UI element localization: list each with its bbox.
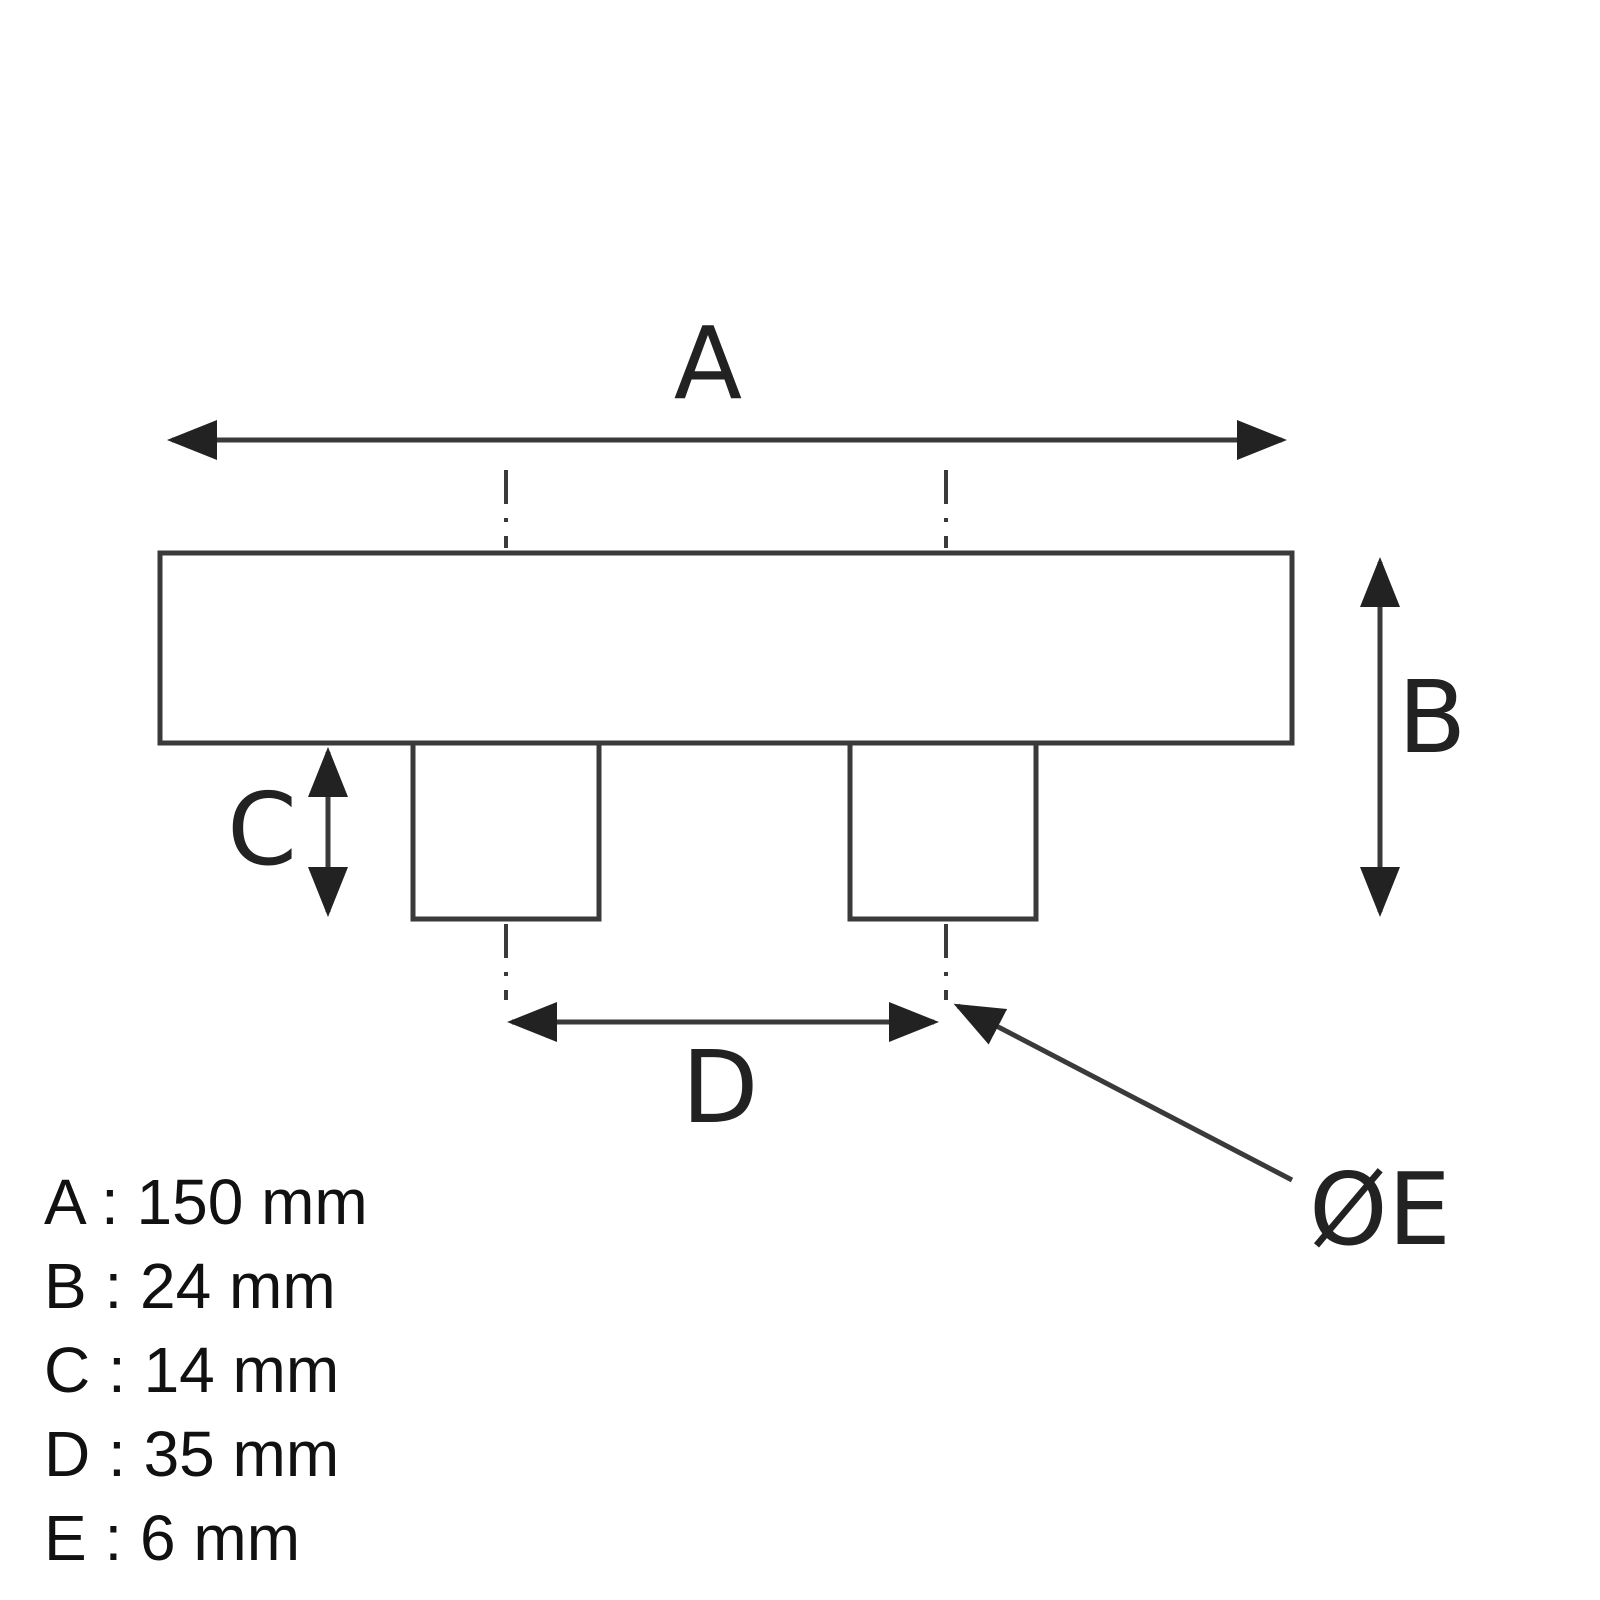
dimension-specs-list: A : 150 mm B : 24 mm C : 14 mm D : 35 mm… [44, 1160, 368, 1580]
dimension-e-label: ØE [1309, 1151, 1451, 1268]
dimension-b-label: B [1398, 659, 1467, 776]
spec-d: D : 35 mm [44, 1418, 340, 1490]
dimension-d-label: D [681, 1029, 758, 1146]
dimension-e-leader [953, 1003, 1294, 1183]
dimension-c-label: C [227, 771, 297, 888]
main-body [157, 550, 1295, 746]
dimension-a-label: A [674, 305, 742, 422]
spec-c: C : 14 mm [44, 1334, 340, 1406]
right-stud [847, 740, 1039, 922]
left-stud [410, 740, 602, 922]
spec-a: A : 150 mm [44, 1166, 368, 1238]
spec-b: B : 24 mm [44, 1250, 336, 1322]
spec-e: E : 6 mm [44, 1502, 301, 1574]
